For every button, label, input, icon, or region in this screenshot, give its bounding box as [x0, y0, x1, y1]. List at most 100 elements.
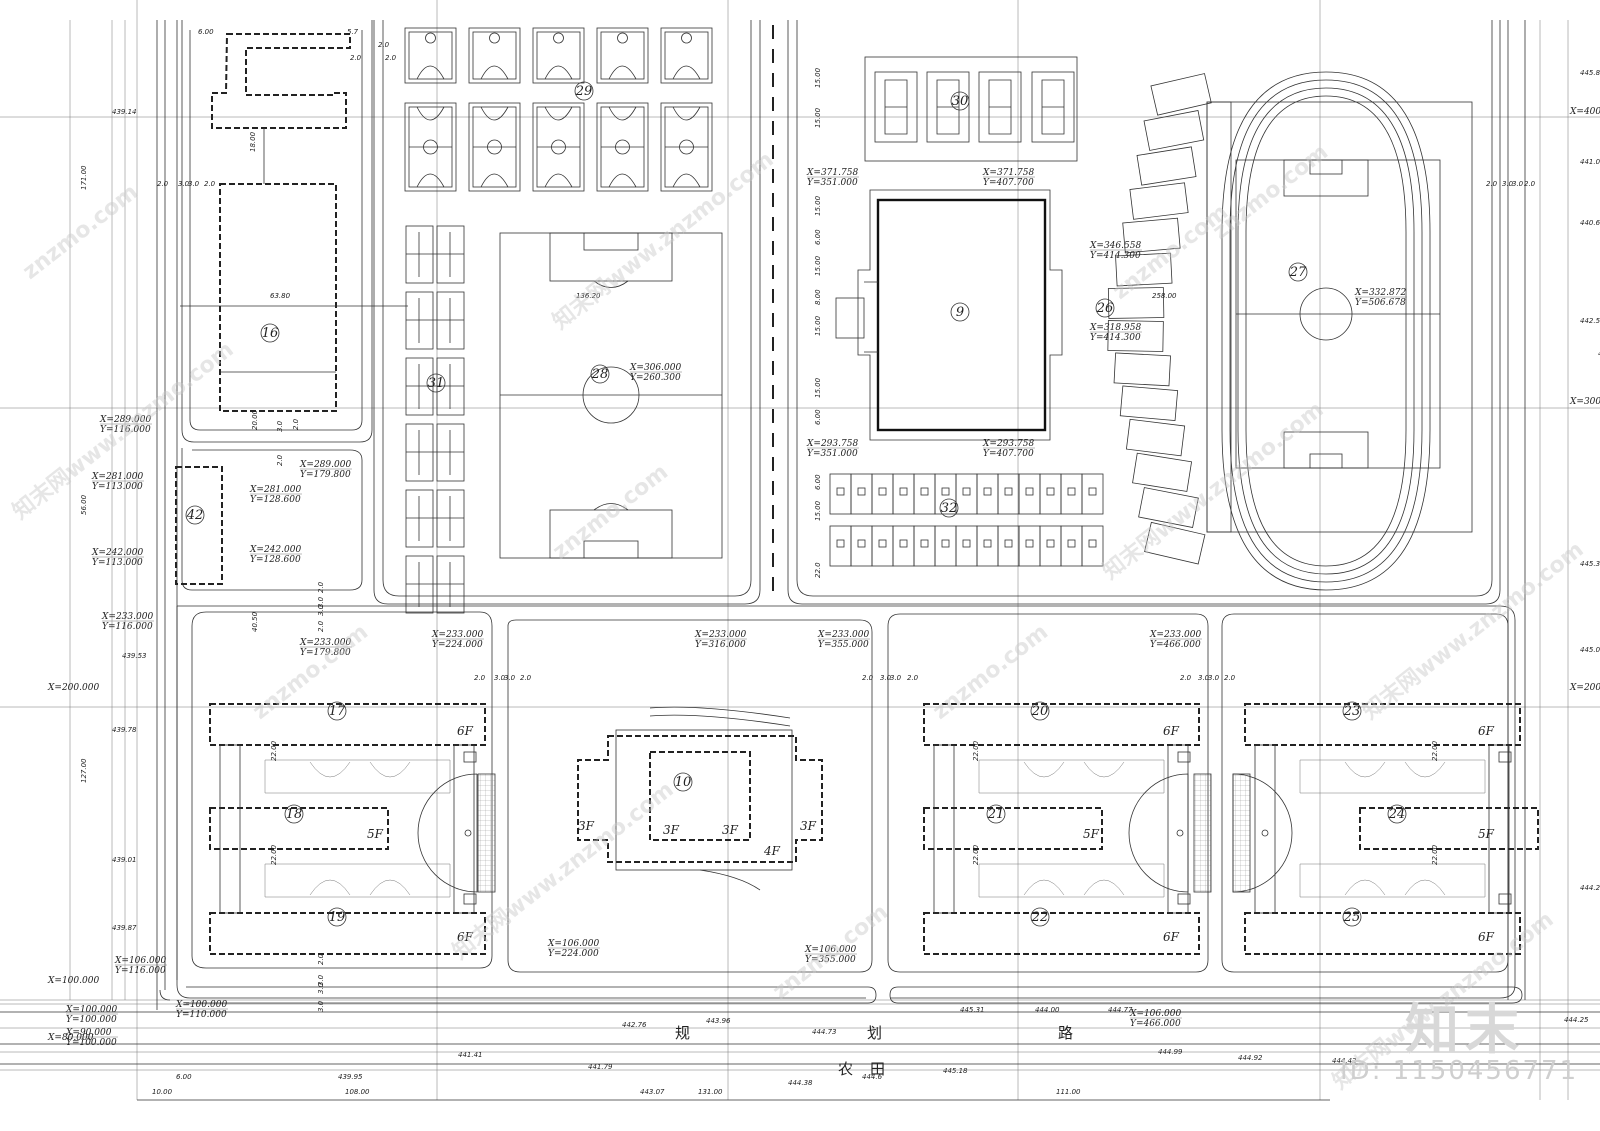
- building-number: 9: [956, 305, 964, 320]
- road-label: 路: [1058, 1024, 1073, 1042]
- grid-label: X=100.000: [47, 976, 99, 986]
- coord-y: Y=407.700: [983, 449, 1034, 459]
- floor-label: 6F: [1163, 724, 1180, 738]
- elevation-label: 444.73: [812, 1028, 837, 1036]
- building-marker: [1342, 907, 1362, 927]
- elevation-label: 441.04: [1580, 158, 1600, 166]
- building-marker: [426, 373, 446, 393]
- dimension-label: 22.00: [270, 844, 278, 865]
- coord-y: Y=128.600: [250, 495, 301, 505]
- dimension-label: 3.0: [1198, 674, 1210, 682]
- field-28: [499, 232, 723, 559]
- building-marker: [185, 505, 205, 525]
- coord-x: X=106.000: [547, 939, 599, 949]
- dimension-label: 6.00: [198, 28, 214, 36]
- elevation-label: 445.30: [1580, 560, 1600, 568]
- coord-y: Y=316.000: [695, 640, 746, 650]
- building-number: 20: [1031, 704, 1049, 719]
- coord-y: Y=128.600: [250, 555, 301, 565]
- dimension-label: 3.0: [178, 180, 190, 188]
- units-32: [829, 473, 1104, 567]
- elevation-label: 443.96: [706, 1017, 731, 1025]
- dimension-label: 6.00: [814, 229, 822, 245]
- dorm-group-a: [209, 703, 486, 955]
- grid-label: X=200.: [1569, 683, 1600, 693]
- elevation-label: 444.42: [1332, 1057, 1357, 1065]
- elevation-label: 439.78: [112, 726, 137, 734]
- floor-label: 5F: [1083, 827, 1100, 841]
- elevation-label: 439.14: [112, 108, 137, 116]
- dimension-label: 22.00: [972, 740, 980, 761]
- coord-y: Y=466.000: [1150, 640, 1201, 650]
- building-number: 28: [591, 367, 609, 382]
- grid-label: X=80.000: [47, 1033, 94, 1043]
- coord-y: Y=351.000: [807, 178, 858, 188]
- grid-label: X=200.000: [47, 683, 99, 693]
- dimension-label: 3.0: [276, 420, 284, 432]
- road-label: 规: [675, 1024, 690, 1042]
- dimension-label: 22.00: [270, 740, 278, 761]
- dimension-label: 2.0: [1524, 180, 1536, 188]
- dimension-label: 136.20: [576, 292, 601, 300]
- building-number: 32: [941, 501, 958, 516]
- dimension-label: 2.0: [520, 674, 532, 682]
- building-number: 16: [262, 326, 279, 341]
- elevation-label: 445.31: [960, 1006, 985, 1014]
- elevation-label: 444.38: [788, 1079, 813, 1087]
- dimension-label: 15.00: [814, 67, 822, 88]
- dimension-label: 108.00: [345, 1088, 370, 1096]
- dimension-label: 2.0: [1180, 674, 1192, 682]
- elevation-label: 445.04: [1580, 646, 1600, 654]
- coord-y: Y=110.000: [176, 1010, 227, 1020]
- elevation-label: 445.18: [943, 1067, 968, 1075]
- building-42: [175, 466, 223, 585]
- building-marker: [327, 907, 347, 927]
- dimension-label: 2.0: [276, 454, 284, 466]
- coord-y: Y=414.300: [1090, 333, 1141, 343]
- dimension-label: 2.0: [317, 581, 325, 593]
- floor-label: 3F: [663, 823, 680, 837]
- coord-y: Y=466.000: [1130, 1019, 1181, 1029]
- dimension-label: 3.0: [890, 674, 902, 682]
- building-number: 10: [675, 775, 692, 790]
- dimension-label: 2.0: [292, 418, 300, 430]
- dorm-group-c: [1244, 703, 1539, 955]
- coord-x: X=371.758: [806, 168, 858, 178]
- floor-label: 6F: [1478, 724, 1495, 738]
- dimension-label: 3.0: [1512, 180, 1524, 188]
- dimension-label: 3.0: [317, 1000, 325, 1012]
- coord-y: Y=355.000: [818, 640, 869, 650]
- coord-y: Y=100.000: [66, 1015, 117, 1025]
- building-number: 29: [575, 84, 593, 99]
- coord-y: Y=407.700: [983, 178, 1034, 188]
- coord-y: Y=506.678: [1355, 298, 1406, 308]
- dimension-label: 3.0: [880, 674, 892, 682]
- dimension-label: 6.00: [814, 409, 822, 425]
- building-marker: [574, 81, 594, 101]
- floor-label: 4F: [763, 844, 781, 858]
- coord-x: X=242.000: [91, 548, 143, 558]
- dimension-label: 3.0: [317, 604, 325, 616]
- coord-x: X=233.000: [817, 630, 869, 640]
- courts-31: [405, 225, 465, 614]
- elevation-label: 444.19: [1598, 350, 1600, 358]
- elevation-label: 444.92: [1238, 1054, 1263, 1062]
- dimension-label: 6.00: [814, 474, 822, 490]
- building-marker: [1288, 262, 1308, 282]
- dimension-label: 3.0: [504, 674, 516, 682]
- coord-y: Y=260.300: [630, 373, 681, 383]
- dimension-label: 18.00: [249, 131, 257, 152]
- coord-y: Y=355.000: [805, 955, 856, 965]
- floor-label: 5F: [1478, 827, 1495, 841]
- dimension-label: 2.0: [378, 41, 390, 49]
- grid-label: X=300.: [1569, 397, 1600, 407]
- building-number: 22: [1031, 910, 1049, 925]
- coord-x: X=289.000: [299, 460, 351, 470]
- coord-y: Y=116.000: [115, 966, 166, 976]
- coord-y: Y=179.800: [300, 470, 351, 480]
- dimension-label: 131.00: [698, 1088, 723, 1096]
- dimension-label: 5.7: [347, 28, 359, 36]
- coord-x: X=233.000: [1149, 630, 1201, 640]
- building-9: [835, 189, 1063, 441]
- dimension-label: 171.00: [80, 165, 88, 190]
